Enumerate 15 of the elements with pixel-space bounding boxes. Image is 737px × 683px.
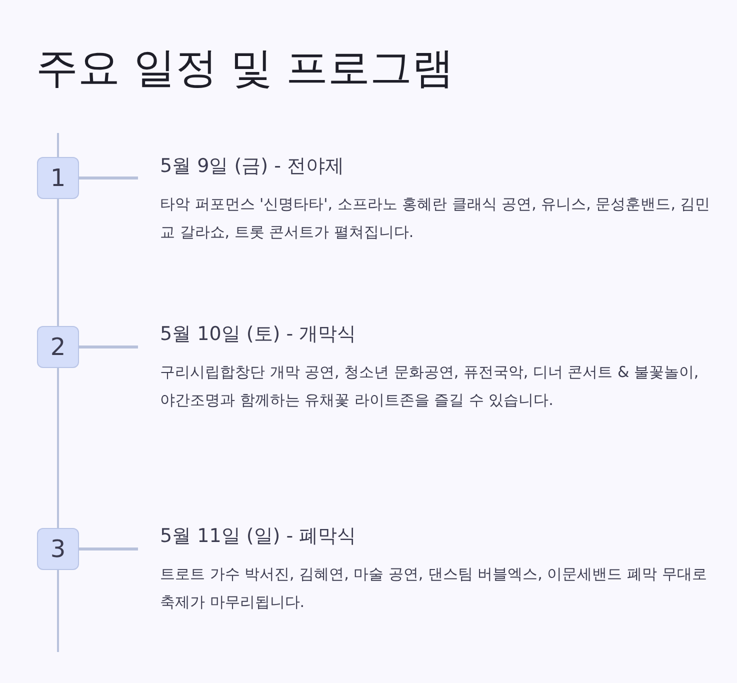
connector-line xyxy=(79,176,138,180)
connector-line xyxy=(79,548,138,550)
step-number-badge: 3 xyxy=(37,528,79,570)
timeline-line xyxy=(57,368,59,528)
page-title: 주요 일정 및 프로그램 xyxy=(36,42,454,94)
event-description: 구리시립합창단 개막 공연, 청소년 문화공연, 퓨전국악, 디너 콘서트 & 불꽃놀이, 야간조명과 함께하는 유채꽃 라이트존을 즐길 수 있습니다. xyxy=(160,362,700,411)
event-description: 트로트 가수 박서진, 김혜연, 마술 공연, 댄스팀 버블엑스, 이문세밴드 폐막 무대로 축제가 마무리됩니다. xyxy=(160,564,708,613)
timeline-line xyxy=(57,199,59,326)
event-heading: 5월 10일 (토) - 개막식 xyxy=(160,322,358,347)
event-description: 타악 퍼포먼스 '신명타타', 소프라노 홍혜란 클래식 공연, 유니스, 문성훈밴드, 김민교 갈라쇼, 트롯 콘서트가 펼쳐집니다. xyxy=(160,194,712,243)
event-heading: 5월 11일 (일) - 폐막식 xyxy=(160,524,358,549)
step-number-badge: 2 xyxy=(37,326,79,368)
event-heading: 5월 9일 (금) - 전야제 xyxy=(160,154,346,179)
step-number-badge: 1 xyxy=(37,157,79,199)
connector-line xyxy=(79,346,138,348)
